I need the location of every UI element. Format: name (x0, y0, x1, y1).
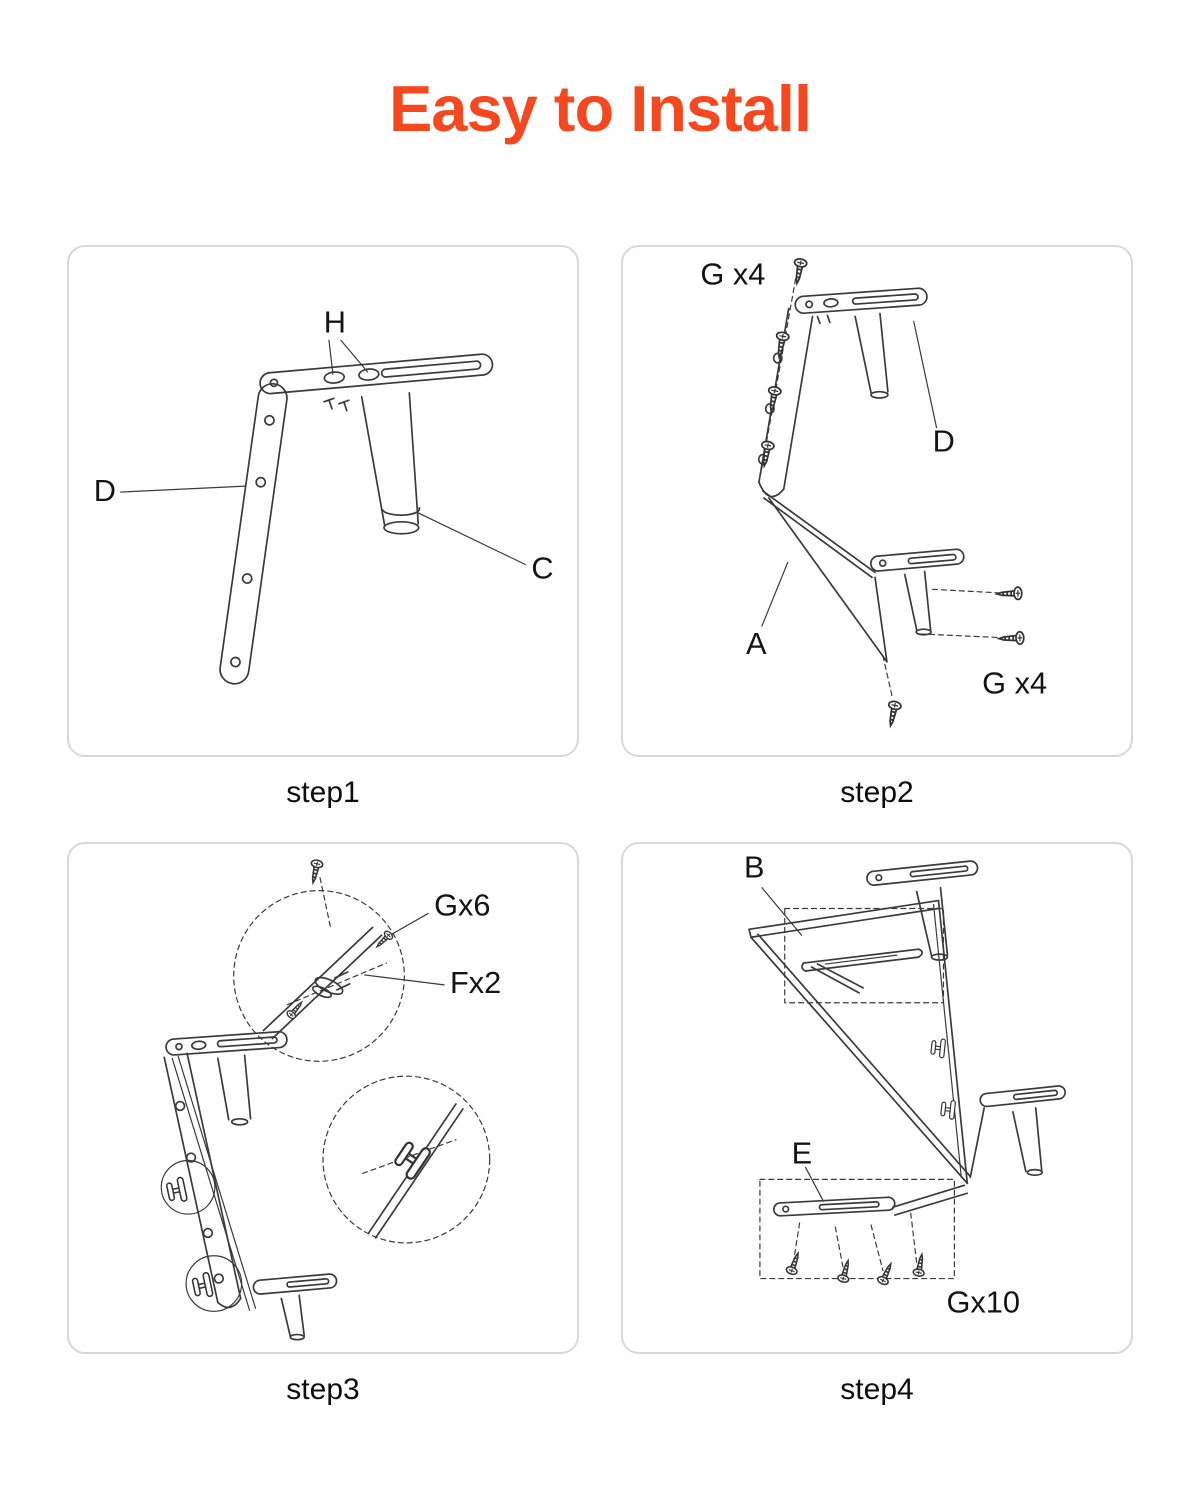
panel-assembly-drawing (757, 278, 1009, 697)
foot-knob-icon (929, 1037, 947, 1059)
step-2-drawing: G x4 D A G x4 (700, 257, 1047, 728)
steps-grid: H D C step1 (67, 245, 1133, 1407)
foot-knob-icon (190, 1271, 214, 1301)
step-4-caption: step4 (840, 1373, 914, 1406)
part-label-h: H (324, 304, 346, 339)
part-label-e: E (792, 1135, 813, 1170)
step-1-panel: H D C (67, 245, 579, 757)
part-label-d: D (94, 473, 116, 508)
step-4-drawing: B E Gx10 (744, 850, 1066, 1319)
step-3-caption: step3 (286, 1373, 360, 1406)
hardware-label-f: Fx2 (450, 965, 501, 1000)
step-4-figure: B E Gx10 step4 (621, 842, 1133, 1407)
hardware-label-g-bottom: G x4 (982, 665, 1047, 700)
step-2-panel: G x4 D A G x4 (621, 245, 1133, 757)
screw-icon (790, 257, 809, 286)
page-title: Easy to Install (388, 72, 812, 145)
fastener-detail-drawing (160, 877, 491, 1341)
screw-icon (911, 1252, 929, 1278)
screw-icon (998, 630, 1025, 646)
screw-icon (883, 699, 903, 728)
foot-knob-icon (390, 1136, 433, 1182)
hardware-label-g-top: G x4 (700, 257, 765, 292)
step-1-drawing: H D C (94, 304, 554, 685)
part-label-d: D (933, 423, 955, 458)
step-3-drawing: Gx6 Fx2 (160, 858, 501, 1341)
step-3-panel: Gx6 Fx2 (67, 842, 579, 1354)
step-4-panel: B E Gx10 (621, 842, 1133, 1354)
screw-icon (764, 385, 783, 414)
install-guide-page: Easy to Install (67, 72, 1133, 1407)
bracket-leg-drawing (119, 339, 527, 685)
screw-icon (996, 586, 1023, 602)
foot-knob-icon (939, 1098, 957, 1120)
part-label-c: C (531, 550, 553, 585)
step-1-figure: H D C step1 (67, 245, 579, 810)
hardware-label-g: Gx6 (434, 887, 490, 922)
screw-icon (875, 1260, 897, 1287)
part-label-b: B (744, 850, 765, 885)
hardware-label-g: Gx10 (946, 1284, 1020, 1319)
part-label-a: A (746, 626, 767, 661)
step-2-figure: G x4 D A G x4 step2 (621, 245, 1133, 810)
screw-icon (836, 1258, 855, 1285)
step-3-figure: Gx6 Fx2 step3 (67, 842, 579, 1407)
step-1-caption: step1 (286, 776, 360, 809)
step-2-caption: step2 (840, 776, 914, 809)
screw-icon (784, 1250, 804, 1277)
foot-knob-icon (164, 1176, 189, 1205)
desk-assembly-drawing (748, 860, 1066, 1280)
